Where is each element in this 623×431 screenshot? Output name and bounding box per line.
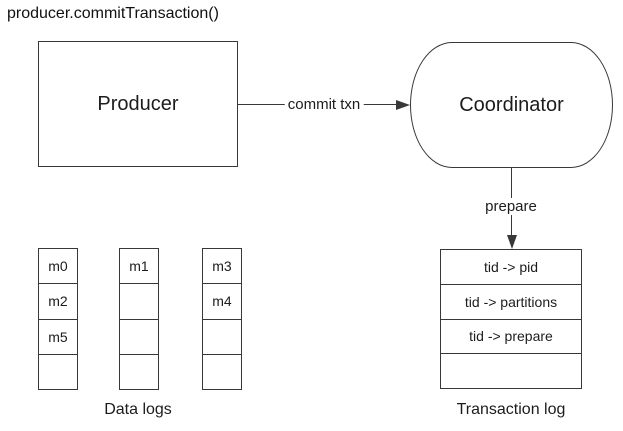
log-cell [39, 355, 77, 389]
transaction-log-cell [441, 354, 581, 388]
data-log-stack-1: m0 m2 m5 [38, 248, 78, 390]
log-cell: m4 [203, 284, 241, 320]
arrow-down-icon [507, 235, 517, 249]
transaction-log-cell: tid -> pid [441, 250, 581, 285]
producer-node: Producer [38, 41, 238, 167]
coordinator-node: Coordinator [410, 42, 613, 168]
log-cell [120, 355, 158, 389]
transaction-log-cell: tid -> prepare [441, 320, 581, 355]
coordinator-label: Coordinator [459, 93, 564, 116]
log-cell [203, 355, 241, 389]
log-cell [203, 320, 241, 355]
data-logs-caption: Data logs [104, 401, 172, 418]
data-log-stack-2: m1 [119, 248, 159, 390]
transaction-log-stack: tid -> pid tid -> partitions tid -> prep… [440, 249, 582, 389]
diagram-title: producer.commitTransaction() [7, 5, 219, 22]
prepare-edge-label: prepare [482, 198, 540, 215]
commit-txn-edge-label: commit txn [284, 96, 364, 113]
transaction-log-caption: Transaction log [456, 401, 566, 418]
arrow-right-icon [396, 100, 410, 110]
data-log-stack-3: m3 m4 [202, 248, 242, 390]
producer-label: Producer [97, 92, 179, 115]
log-cell: m3 [203, 249, 241, 285]
log-cell: m0 [39, 249, 77, 285]
log-cell: m1 [120, 249, 158, 285]
log-cell [120, 284, 158, 320]
log-cell: m5 [39, 320, 77, 355]
log-cell: m2 [39, 284, 77, 320]
log-cell [120, 320, 158, 355]
transaction-log-cell: tid -> partitions [441, 285, 581, 320]
